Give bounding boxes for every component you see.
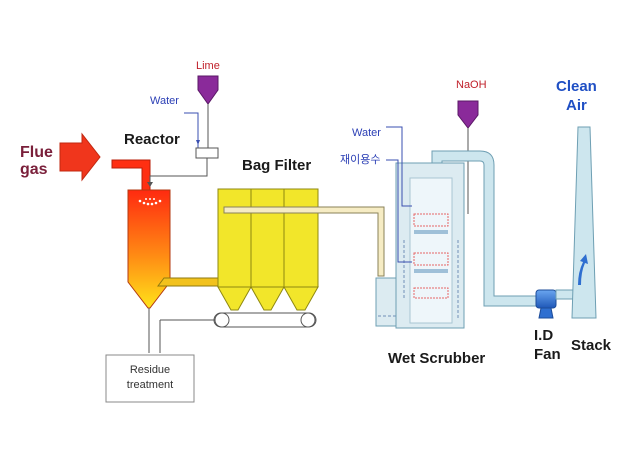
reactor-label: Reactor	[124, 131, 180, 148]
reactor-vessel	[127, 189, 171, 309]
stack-flow-arrow	[578, 254, 588, 285]
flue-gas-label-line1: Flue	[20, 144, 53, 161]
reactor-water-line	[184, 112, 199, 148]
reactor-water-arrow	[196, 140, 200, 145]
residue-treatment-label: Residue treatment	[106, 363, 194, 393]
clean-air-label: Clean Air	[556, 77, 597, 115]
bag-filter-outlet-duct	[223, 206, 385, 277]
wet-scrubber-label: Wet Scrubber	[388, 350, 486, 367]
residue-lines	[148, 308, 214, 353]
naoh-label: NaOH	[456, 79, 487, 91]
stack-label: Stack	[571, 337, 612, 354]
reactor-outlet-duct	[157, 277, 223, 287]
lime-hopper	[197, 75, 219, 105]
reuse-water-label: 재이용수	[340, 154, 381, 166]
clean-air-label-line2: Air	[566, 97, 587, 114]
clean-air-label-line1: Clean	[556, 78, 597, 95]
bag-filter	[217, 188, 319, 311]
reactor-water-label: Water	[150, 95, 179, 107]
flue-gas-label-line2: gas	[20, 161, 48, 178]
id-fan-label-line1: I.D	[534, 327, 554, 344]
lime-label: Lime	[196, 60, 220, 72]
lime-mixer	[195, 147, 219, 159]
flue-gas-label: Flue gas	[20, 144, 53, 178]
naoh-hopper	[457, 100, 479, 129]
residue-conveyor	[213, 312, 317, 328]
stack	[571, 126, 597, 319]
scrubber-water-line	[386, 126, 412, 207]
residue-treatment-label-line1: Residue	[129, 364, 171, 376]
residue-treatment-label-line2: treatment	[126, 378, 174, 391]
id-fan-label-line2: Fan	[534, 346, 561, 363]
id-fan	[535, 289, 577, 319]
slurry-feed-line	[149, 158, 208, 183]
bag-filter-label: Bag Filter	[242, 157, 312, 174]
residue-treatment-box	[105, 354, 195, 403]
id-fan-label: I.D Fan	[534, 326, 561, 364]
wet-scrubber-tower	[395, 162, 465, 329]
slurry-arrow	[147, 182, 153, 187]
scrubber-water-label: Water	[352, 127, 381, 139]
flue-gas-arrow	[59, 132, 101, 182]
spray-nozzle	[138, 198, 162, 206]
scrubber-reuse-water-line	[386, 159, 412, 263]
